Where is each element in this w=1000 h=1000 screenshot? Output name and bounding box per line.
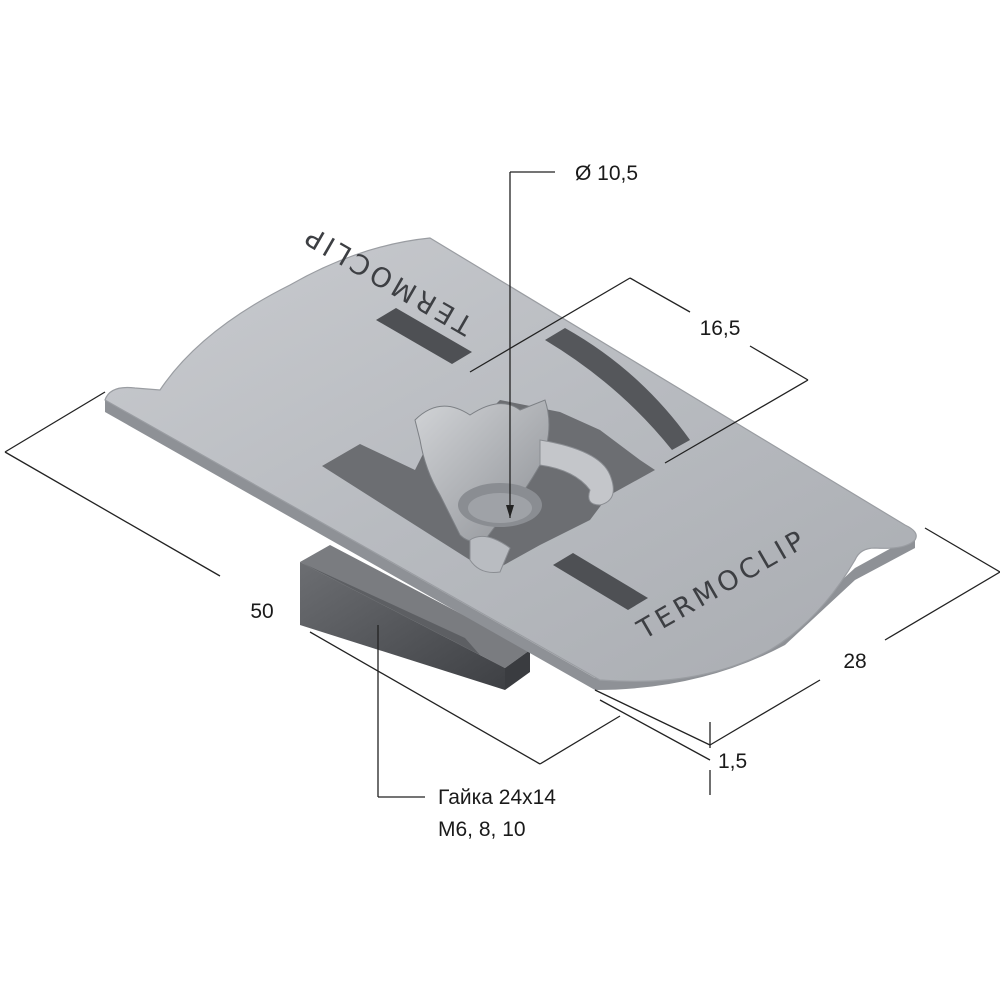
dimension-thickness: 1,5 bbox=[599, 699, 747, 795]
plate-edge bbox=[105, 400, 915, 690]
plate-slots bbox=[376, 308, 690, 610]
dim-slot-label: 16,5 bbox=[700, 317, 741, 340]
slot-curved bbox=[545, 328, 690, 450]
slot-bottom-right bbox=[553, 553, 648, 610]
slot-top-left bbox=[376, 308, 472, 364]
dimension-width: 28 bbox=[594, 527, 1000, 746]
dimension-hole: Ø 10,5 bbox=[506, 162, 638, 518]
nut-callout-line1: Гайка 24х14 bbox=[438, 786, 556, 809]
central-clip bbox=[322, 399, 655, 573]
dim-hole-label: Ø 10,5 bbox=[575, 162, 638, 185]
dimension-length: 50 bbox=[4, 391, 621, 765]
nut-block bbox=[300, 545, 530, 690]
dim-length-label: 50 bbox=[250, 600, 273, 623]
nut-callout: Гайка 24х14 М6, 8, 10 bbox=[377, 625, 556, 841]
nut-callout-line2: М6, 8, 10 bbox=[438, 818, 526, 841]
dim-thickness-label: 1,5 bbox=[718, 750, 747, 773]
dimension-slot: 16,5 bbox=[469, 277, 809, 464]
dim-width-label: 28 bbox=[843, 650, 866, 673]
